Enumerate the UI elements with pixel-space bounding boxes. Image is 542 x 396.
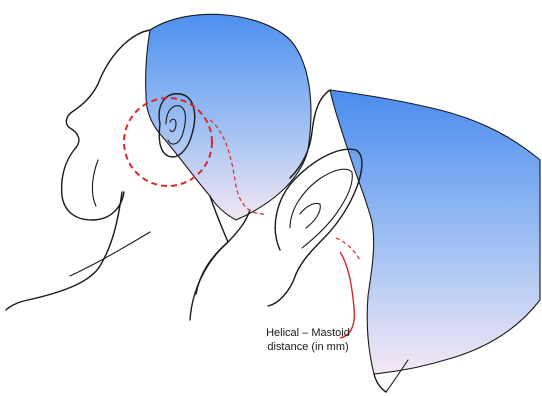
helical-mastoid-span-marker <box>336 238 360 260</box>
left-head-neck <box>6 192 122 310</box>
right-head-ear-inner <box>290 169 352 248</box>
right-head-neck-back <box>190 210 250 320</box>
right-head-neck-left <box>268 274 296 306</box>
annotation-label-line2: distance (in mm) <box>238 340 378 354</box>
left-head-shoulder-line <box>70 232 150 276</box>
right-head-neck-right <box>374 374 386 392</box>
annotation-label: Helical – Mastoid distance (in mm) <box>238 326 378 354</box>
left-head-cheek-line <box>92 160 98 206</box>
left-head <box>6 14 311 310</box>
left-head-face <box>62 30 150 220</box>
right-head-ear-fold <box>300 203 320 228</box>
annotation-label-line1: Helical – Mastoid <box>238 326 378 340</box>
